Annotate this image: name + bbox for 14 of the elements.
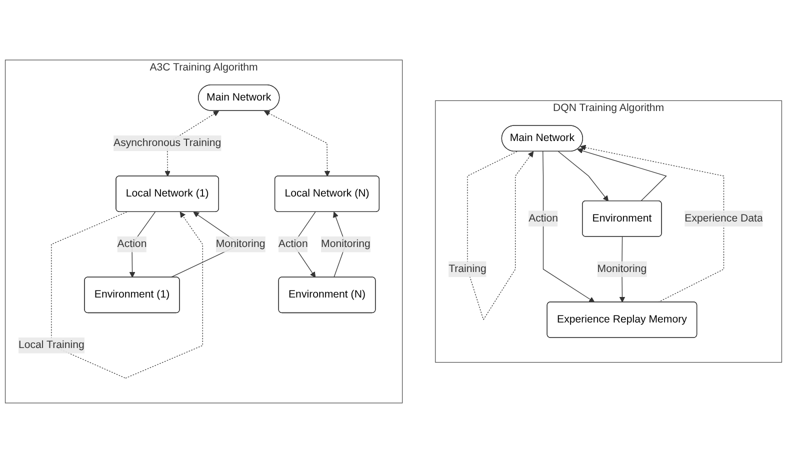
arrow — [558, 151, 609, 202]
edge-label: Experience Data — [684, 212, 763, 224]
edge-label: Action — [117, 238, 147, 250]
arrow — [577, 148, 667, 202]
edge-label: Monitoring — [321, 238, 370, 250]
edge-label: Action — [278, 238, 308, 250]
edge-label: Monitoring — [216, 238, 266, 250]
edge-label: Local Training — [18, 340, 84, 351]
edge-label: Asynchronous Training — [114, 137, 222, 149]
edge-label: Training — [448, 263, 486, 274]
arrow — [542, 151, 595, 302]
edge-label: Action — [528, 212, 558, 224]
arrow — [264, 110, 330, 177]
edge-label: Monitoring — [597, 263, 647, 274]
